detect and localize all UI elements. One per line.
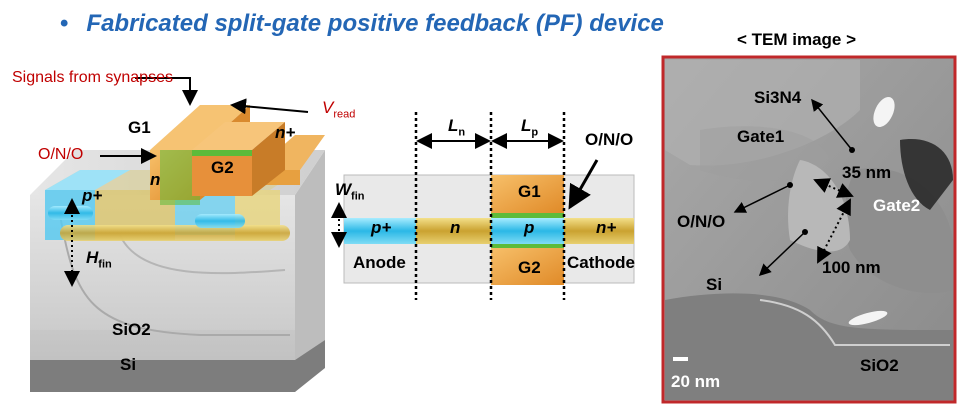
- scale-label: 20 nm: [671, 372, 721, 391]
- vread-label: Vread: [322, 98, 356, 121]
- nm35-label: 35 nm: [842, 163, 892, 182]
- gate-g2: [192, 122, 285, 150]
- top-p: [491, 218, 564, 244]
- gate-g1: [150, 105, 250, 150]
- ln-label: Ln: [448, 116, 466, 139]
- g1-label-top: G1: [518, 182, 541, 201]
- p-label-top: p: [524, 218, 535, 237]
- top-n: [416, 218, 491, 244]
- scale-bar: [673, 357, 688, 361]
- anode-label: Anode: [353, 253, 406, 272]
- nplus-label-top: n+: [596, 218, 617, 237]
- hfin-label: Hfin: [86, 248, 112, 271]
- tem-sio2-region: [665, 293, 953, 400]
- signals-label: Signals from synapses: [12, 69, 173, 86]
- pplus-label-3d: p+: [82, 186, 103, 205]
- si-label-tem: Si: [706, 275, 723, 294]
- sio2-label-tem: SiO2: [860, 356, 899, 375]
- sio2-label-3d: SiO2: [112, 320, 151, 339]
- tem-header: < TEM image >: [737, 30, 857, 49]
- slide-title: • Fabricated split-gate positive feedback…: [60, 10, 664, 38]
- top-gate-g1: [491, 175, 564, 213]
- gate1-label: Gate1: [737, 127, 785, 146]
- g1-label-3d: G1: [128, 118, 151, 137]
- si3n4-label: Si3N4: [754, 88, 802, 107]
- n-label-3d: n: [150, 170, 161, 189]
- ono-label-top: O/N/O: [585, 130, 634, 149]
- device-3d: [30, 77, 325, 392]
- nplus-label-3d: n+: [275, 123, 296, 142]
- gate2-label: Gate2: [873, 196, 921, 215]
- top-nplus: [564, 218, 634, 244]
- cathode-label: Cathode: [567, 253, 635, 272]
- pplus-label-top: p+: [371, 218, 392, 237]
- top-pplus: [344, 218, 416, 244]
- lp-label: Lp: [521, 116, 539, 139]
- ono-label-3d: O/N/O: [38, 146, 84, 163]
- n-label-top: n: [450, 218, 461, 237]
- g2-label-3d: G2: [211, 158, 234, 177]
- tem-image: [661, 55, 957, 404]
- top-gate-g2: [491, 247, 564, 285]
- g2-label-top: G2: [518, 258, 541, 277]
- ono-label-tem: O/N/O: [677, 212, 726, 231]
- bullet: •: [60, 10, 69, 37]
- title-text: Fabricated split-gate positive feedback …: [86, 10, 664, 37]
- si-label-3d: Si: [120, 355, 137, 374]
- ono-layer: [160, 150, 200, 205]
- nm100-label: 100 nm: [822, 258, 881, 277]
- device-topview: [331, 112, 635, 300]
- wfin-label: Wfin: [335, 180, 365, 203]
